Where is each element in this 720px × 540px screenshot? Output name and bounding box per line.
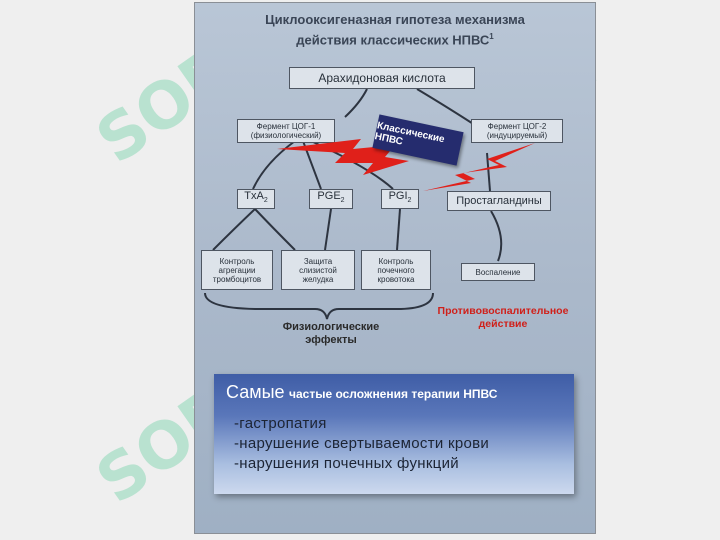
arachidonic-acid-box: Арахидоновая кислота	[289, 67, 475, 89]
cox1-box: Фермент ЦОГ-1(физиологический)	[237, 119, 335, 143]
slide-title: Циклооксигеназная гипотеза механизма дей…	[265, 12, 525, 48]
complications-title: Самые частые осложнения терапии НПВС	[226, 382, 498, 402]
cox2-box: Фермент ЦОГ-2(индуцируемый)	[471, 119, 563, 143]
complication-item: -нарушения почечных функций	[234, 455, 459, 472]
pgi2-box: PGI2	[381, 189, 419, 209]
complication-item: -гастропатия	[234, 415, 327, 432]
pge2-box: PGE2	[309, 189, 353, 209]
complication-item: -нарушение свертываемости крови	[234, 435, 490, 452]
txa2-box: TxA2	[237, 189, 275, 209]
complications-panel: Самые частые осложнения терапии НПВС -га…	[214, 374, 574, 494]
inflammation-box: Воспаление	[461, 263, 535, 281]
complications-list: -гастропатия -нарушение свертываемости к…	[234, 414, 489, 474]
prostaglandins-box: Простагландины	[447, 191, 551, 211]
